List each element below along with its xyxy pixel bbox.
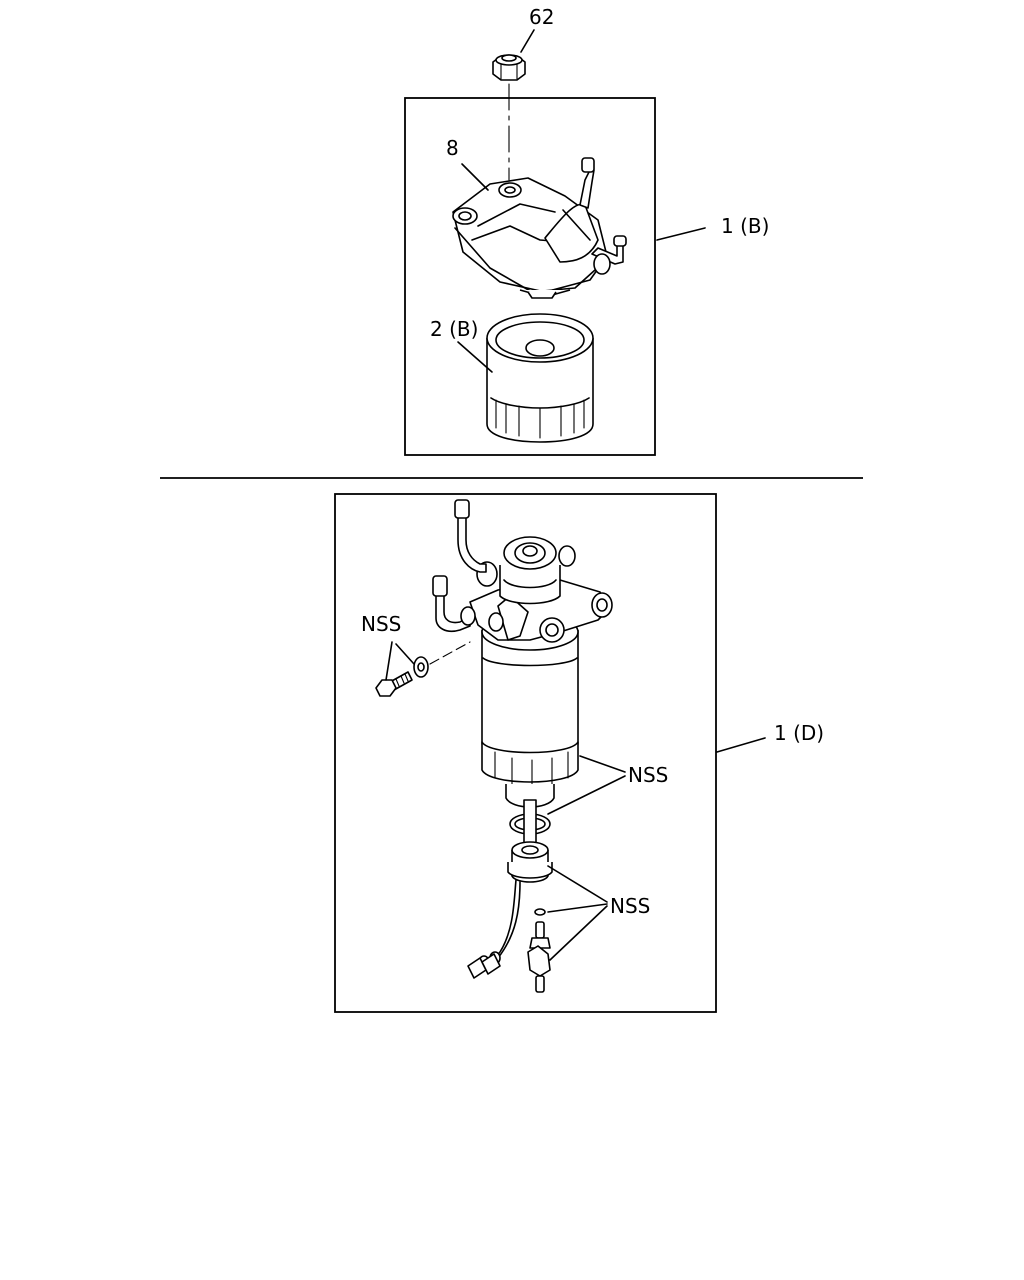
callout-nss-drain: NSS	[610, 894, 650, 918]
callout-2b: 2 (B)	[430, 317, 478, 341]
frame-assembly-d	[334, 493, 717, 1013]
frame-assembly-b	[404, 97, 656, 456]
filter-head-b	[452, 157, 627, 299]
nss-leaders	[385, 641, 626, 961]
leader-8	[461, 163, 489, 191]
filter-element-b	[486, 313, 594, 443]
callout-nss-bowl: NSS	[628, 763, 668, 787]
callout-8: 8	[446, 136, 459, 160]
callout-1d: 1 (D)	[774, 721, 824, 745]
leader-1b	[656, 227, 706, 241]
filter-assembly-d	[432, 499, 613, 808]
leader-62	[520, 29, 535, 53]
leader-2b	[457, 341, 493, 373]
leader-1d	[716, 737, 766, 753]
callout-nss-bolt: NSS	[361, 612, 401, 636]
callout-62: 62	[529, 5, 554, 29]
bolt-and-washer	[375, 656, 429, 697]
drain-sensor-assembly	[467, 799, 553, 993]
bolt-center-line	[429, 641, 471, 665]
callout-1b: 1 (B)	[721, 214, 769, 238]
nut-62	[492, 54, 526, 81]
